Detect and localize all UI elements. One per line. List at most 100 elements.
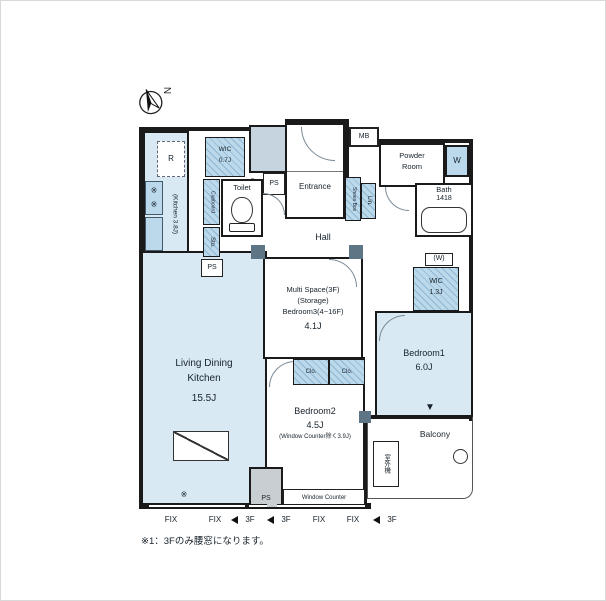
balcony-label: Balcony bbox=[419, 429, 451, 440]
pillar bbox=[251, 245, 265, 259]
bath-size: 1418 bbox=[436, 195, 452, 203]
balcony-arrow-icon: ▼ bbox=[425, 402, 435, 414]
compass-needle-icon bbox=[139, 89, 163, 115]
footnote: ※1：3Fのみ腰窓になります。 bbox=[141, 535, 269, 547]
window-mark-label: (W) bbox=[433, 255, 445, 263]
stove-burner-icon: ※ bbox=[150, 185, 158, 195]
meter-box bbox=[349, 127, 379, 147]
wall-segment bbox=[139, 127, 251, 131]
entrance-label: Entrance bbox=[298, 182, 332, 192]
bedroom1-label: Bedroom1 bbox=[403, 347, 445, 358]
linen-closet bbox=[361, 183, 376, 219]
opening-label: 3F bbox=[281, 514, 291, 524]
refrigerator-label: R bbox=[168, 154, 174, 164]
bedroom1-size: 6.0J bbox=[415, 361, 433, 372]
toilet-tank-icon bbox=[229, 223, 255, 232]
pillar bbox=[349, 245, 363, 259]
wic-small-size: 0.7J bbox=[218, 157, 232, 165]
wic-size: 1.3J bbox=[429, 288, 443, 296]
window-segment bbox=[149, 504, 245, 508]
room-powder bbox=[379, 143, 445, 187]
linen-label: Lin. bbox=[365, 196, 372, 206]
ldk-size: 15.5J bbox=[191, 393, 217, 405]
opening-label: FIX bbox=[208, 514, 222, 524]
window-note-mark: ※ bbox=[180, 490, 188, 500]
door-arc bbox=[385, 187, 409, 211]
shoes-box bbox=[345, 177, 361, 221]
wall-segment bbox=[377, 139, 473, 143]
outdoor-unit-label: 室外機 bbox=[382, 454, 390, 474]
pipe-space-top-label: PS bbox=[269, 179, 279, 187]
washer-label: W bbox=[453, 156, 461, 166]
window-segment bbox=[249, 504, 267, 508]
opening-label: FIX bbox=[164, 514, 178, 524]
window-segment bbox=[277, 504, 365, 508]
multi-space-label-1: Multi Space(3F) bbox=[286, 285, 340, 295]
window-mark-box bbox=[425, 253, 453, 266]
pipe-space-mid-label: PS bbox=[207, 263, 217, 271]
toilet-bowl-icon bbox=[231, 197, 253, 223]
closet-2 bbox=[329, 359, 365, 385]
shoes-box-label: Shoes Box bbox=[350, 186, 357, 212]
closet-1 bbox=[293, 359, 329, 385]
stove-burner-icon: ※ bbox=[150, 199, 158, 209]
pipe-space-top bbox=[263, 173, 285, 195]
multi-space-label-3: Bedroom3(4~16F) bbox=[282, 307, 344, 317]
multi-space-size: 4.1J bbox=[304, 321, 322, 332]
stove-fixture bbox=[145, 181, 163, 215]
washer-space bbox=[445, 145, 469, 177]
bedroom2-label: Bedroom2 bbox=[294, 405, 336, 416]
storage-box bbox=[203, 227, 220, 257]
room-wic-small bbox=[205, 137, 245, 177]
room-bedroom1 bbox=[375, 311, 473, 417]
pipe-space-mid bbox=[201, 259, 223, 277]
cupboard bbox=[203, 179, 220, 225]
wic-small-label: WIC bbox=[218, 146, 232, 154]
north-compass-icon: N bbox=[135, 83, 179, 121]
wall-segment bbox=[363, 419, 367, 507]
cupboard-label: Cupboard bbox=[209, 191, 216, 213]
window-counter-label: Window Counter bbox=[301, 494, 347, 501]
section-marker-icon bbox=[231, 516, 238, 524]
closet-2-label: Clo. bbox=[341, 368, 353, 375]
opening-label: FIX bbox=[312, 514, 326, 524]
room-wic bbox=[413, 267, 459, 311]
multi-space-label-2: (Storage) bbox=[297, 296, 329, 306]
opening-label: 3F bbox=[245, 514, 255, 524]
section-marker-icon bbox=[267, 516, 274, 524]
wall-segment bbox=[469, 139, 473, 421]
hall-label: Hall bbox=[315, 232, 331, 243]
wall-segment bbox=[367, 415, 473, 419]
external-shaft bbox=[249, 125, 287, 173]
bathtub-icon bbox=[421, 207, 467, 233]
refrigerator-space bbox=[157, 141, 185, 177]
closet-1-label: Clo. bbox=[305, 368, 317, 375]
wic-label: WIC bbox=[429, 277, 443, 285]
powder-room-label-1: Powder bbox=[399, 151, 425, 161]
wall-segment bbox=[345, 119, 349, 179]
ldk-label-2: Kitchen bbox=[187, 373, 221, 385]
bedroom2-size: 4.5J bbox=[306, 419, 324, 430]
balcony-area bbox=[367, 417, 473, 499]
slop-sink-icon bbox=[453, 449, 468, 464]
powder-room-label-2: Room bbox=[401, 162, 422, 172]
sink-fixture bbox=[145, 217, 163, 251]
storage-label: Sto. bbox=[208, 236, 215, 248]
north-label: N bbox=[161, 86, 173, 95]
bedroom2-note: (Window Counter除く3.9J) bbox=[279, 434, 351, 441]
bath-label: Bath bbox=[436, 185, 452, 195]
kitchen-label: (Kitchen 3.8J) bbox=[171, 193, 179, 235]
opening-label: FIX bbox=[346, 514, 360, 524]
door-arc bbox=[263, 193, 285, 215]
opening-label: 3F bbox=[387, 514, 397, 524]
section-marker-icon bbox=[373, 516, 380, 524]
toilet-label: Toilet bbox=[233, 182, 251, 192]
outdoor-unit-box bbox=[373, 441, 399, 487]
wall-segment bbox=[285, 119, 349, 123]
table-symbol bbox=[173, 431, 229, 461]
pillar bbox=[359, 411, 371, 423]
pipe-space-bottom-label: PS bbox=[261, 494, 271, 502]
meter-box-label: MB bbox=[358, 132, 370, 140]
ldk-label-1: Living Dining bbox=[175, 358, 233, 370]
